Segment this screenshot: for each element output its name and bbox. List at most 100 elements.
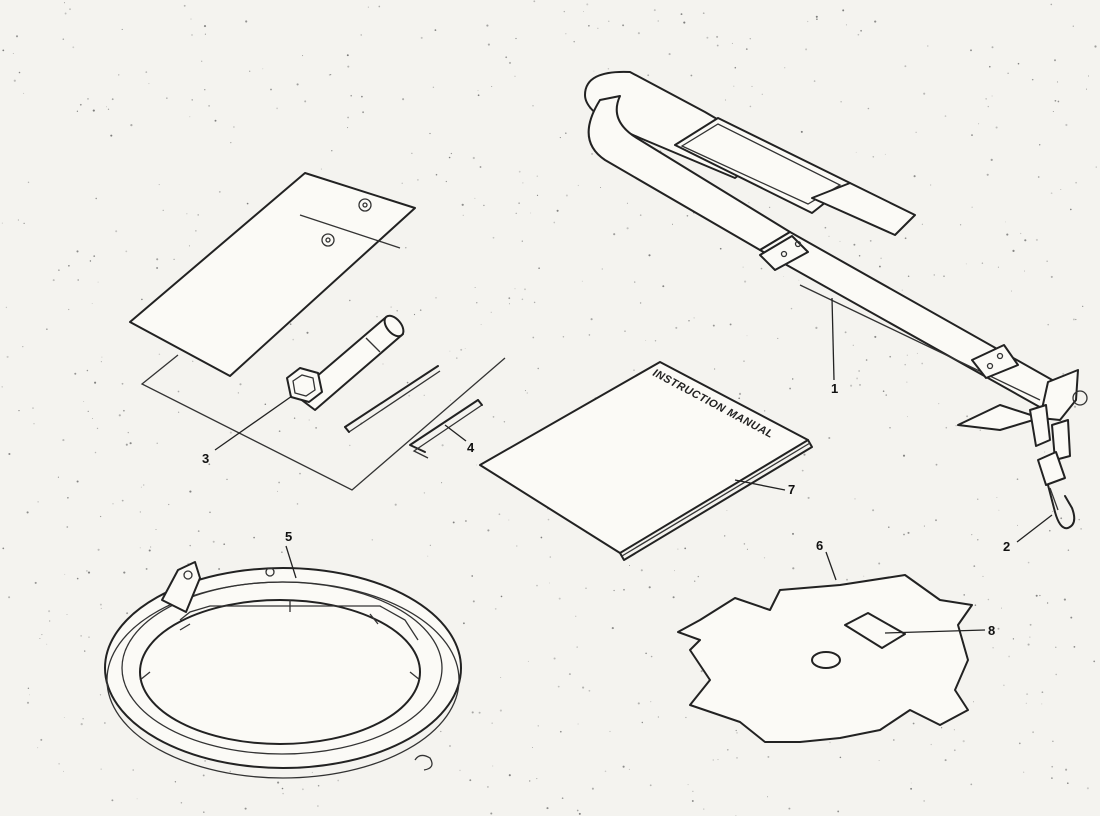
speckle-dot [132,769,134,771]
speckle-dot [955,425,957,427]
speckle-dot [104,722,106,724]
speckle-dot [979,429,981,431]
speckle-dot [800,130,803,133]
speckle-dot [208,105,210,107]
speckle-dot [1026,693,1029,696]
speckle-dot [189,116,191,118]
speckle-dot [990,158,993,161]
speckle-dot [626,202,628,204]
speckle-dot [477,90,479,92]
speckle-dot [1035,594,1038,597]
speckle-dot [158,353,161,356]
speckle-dot [668,53,671,56]
speckle-dot [84,650,86,652]
speckle-dot [719,247,722,250]
speckle-dot [672,596,675,599]
speckle-dot [249,70,251,72]
speckle-dot [89,260,92,262]
speckle-dot [462,214,464,216]
speckle-dot [1029,623,1032,626]
speckle-dot [1051,765,1054,768]
speckle-dot [197,530,200,532]
speckle-dot [623,588,625,591]
speckle-dot [130,442,132,444]
speckle-dot [913,175,916,178]
speckle-dot [371,539,374,541]
speckle-dot [923,525,925,527]
speckle-dot [515,37,517,40]
speckle-dot [162,209,164,211]
speckle-dot [148,549,151,552]
speckle-dot [1086,787,1089,790]
speckle-dot [203,25,207,28]
speckle-dot [724,535,726,537]
speckle-dot [901,289,903,291]
speckle-dot [121,28,123,30]
speckle-dot [471,575,474,577]
speckle-dot [317,805,319,807]
speckle-dot [197,214,199,216]
speckle-dot [237,392,239,394]
speckle-dot [840,101,842,103]
speckle-dot [792,532,794,535]
speckle-dot [565,194,568,197]
harness-hook [1029,404,1076,530]
speckle-dot [981,262,984,264]
speckle-dot [726,510,728,512]
speckle-dot [427,555,429,557]
callouts: 1 2 3 4 5 6 7 8 [202,381,1010,638]
speckle-dot [521,240,523,242]
speckle-dot [46,328,48,330]
speckle-dot [186,213,188,215]
speckle-dot [528,780,531,782]
speckle-dot [844,331,847,334]
instruction-manual: INSTRUCTION MANUAL [479,361,813,561]
speckle-dot [687,784,689,786]
speckle-dot [76,480,79,483]
speckle-dot [411,152,413,154]
speckle-dot [362,111,365,114]
speckle-dot [476,464,478,466]
speckle-dot [1049,529,1051,532]
speckle-dot [214,119,217,122]
speckle-dot [563,10,566,13]
guard-ring-inner [139,599,421,745]
speckle-dot [129,442,132,445]
speckle-dot [296,503,299,505]
speckle-dot [423,492,426,494]
speckle-dot [532,105,534,107]
speckle-dot [657,716,660,718]
manual-cover [479,361,809,554]
speckle-dot [92,109,95,112]
speckle-dot [1047,323,1049,326]
guard-ring-tab-top [265,567,275,577]
speckle-dot [735,729,737,732]
speckle-dot [557,685,560,688]
leader-1 [831,297,835,381]
speckle-dot [703,808,705,810]
speckle-dot [986,173,989,176]
speckle-dot [58,762,60,765]
speckle-dot [996,496,998,498]
speckle-dot [907,275,910,277]
speckle-dot [974,604,977,606]
speckle-dot [792,567,795,570]
speckle-dot [491,722,493,724]
speckle-dot [96,427,99,430]
speckle-dot [311,771,314,774]
speckle-dot [112,503,114,505]
speckle-dot [791,378,794,380]
speckle-dot [783,276,785,277]
speckle-dot [1055,673,1057,676]
speckle-dot [2,547,5,550]
speckle-dot [904,363,906,366]
shoulder-harness [584,70,1088,431]
speckle-dot [296,83,299,86]
speckle-dot [691,800,694,802]
speckle-dot [991,95,993,97]
speckle-dot [74,372,77,375]
speckle-dot [889,355,892,358]
speckle-dot [48,610,51,613]
speckle-dot [435,173,438,176]
speckle-dot [145,567,148,570]
